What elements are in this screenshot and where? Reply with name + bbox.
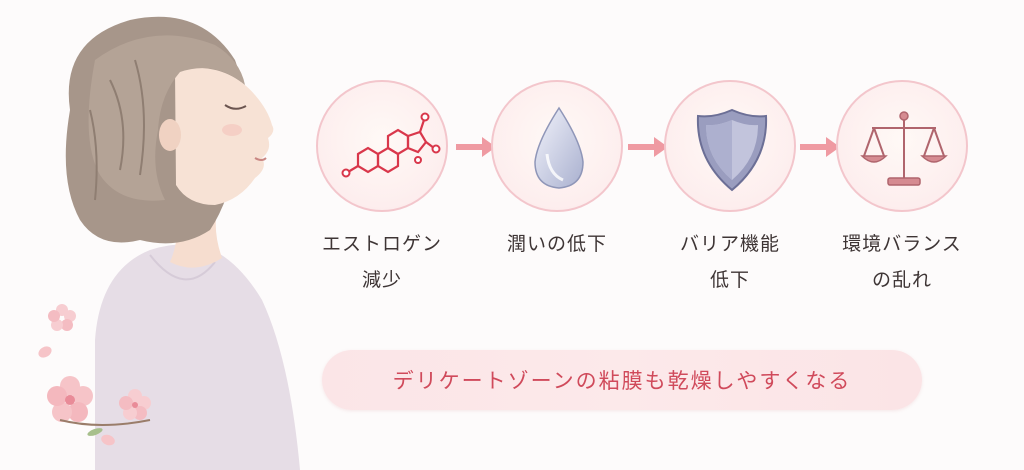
step-label-balance: 環境バランス の乱れ xyxy=(817,226,987,298)
step-circle-moisture xyxy=(491,80,623,212)
arrow-right-icon xyxy=(800,137,840,157)
step-label-line2: 減少 xyxy=(361,269,402,291)
cherry-blossom-icon xyxy=(38,304,151,446)
step-label-line1: 潤いの低下 xyxy=(506,233,607,255)
balance-scale-icon xyxy=(860,111,948,186)
woman-illustration xyxy=(38,16,300,470)
step-label-estrogen: エストロゲン 減少 xyxy=(297,226,467,298)
water-drop-icon xyxy=(534,106,584,189)
summary-banner: デリケートゾーンの粘膜も乾燥しやすくなる xyxy=(322,350,922,410)
step-label-barrier: バリア機能 低下 xyxy=(645,226,815,298)
arrow-right-icon xyxy=(628,137,668,157)
step-label-line2: の乱れ xyxy=(871,269,932,291)
step-label-line1: エストロゲン xyxy=(321,233,442,255)
arrow-right-icon xyxy=(456,137,496,157)
step-circle-barrier xyxy=(664,80,796,212)
molecule-icon xyxy=(341,112,441,178)
summary-banner-text: デリケートゾーンの粘膜も乾燥しやすくなる xyxy=(392,369,852,393)
step-label-moisture: 潤いの低下 xyxy=(472,226,642,262)
step-label-line1: バリア機能 xyxy=(679,233,780,255)
step-label-line1: 環境バランス xyxy=(842,233,962,255)
step-circle-estrogen xyxy=(316,80,448,212)
shield-icon xyxy=(696,108,768,192)
step-circle-balance xyxy=(836,80,968,212)
step-label-line2: 低下 xyxy=(709,269,750,291)
